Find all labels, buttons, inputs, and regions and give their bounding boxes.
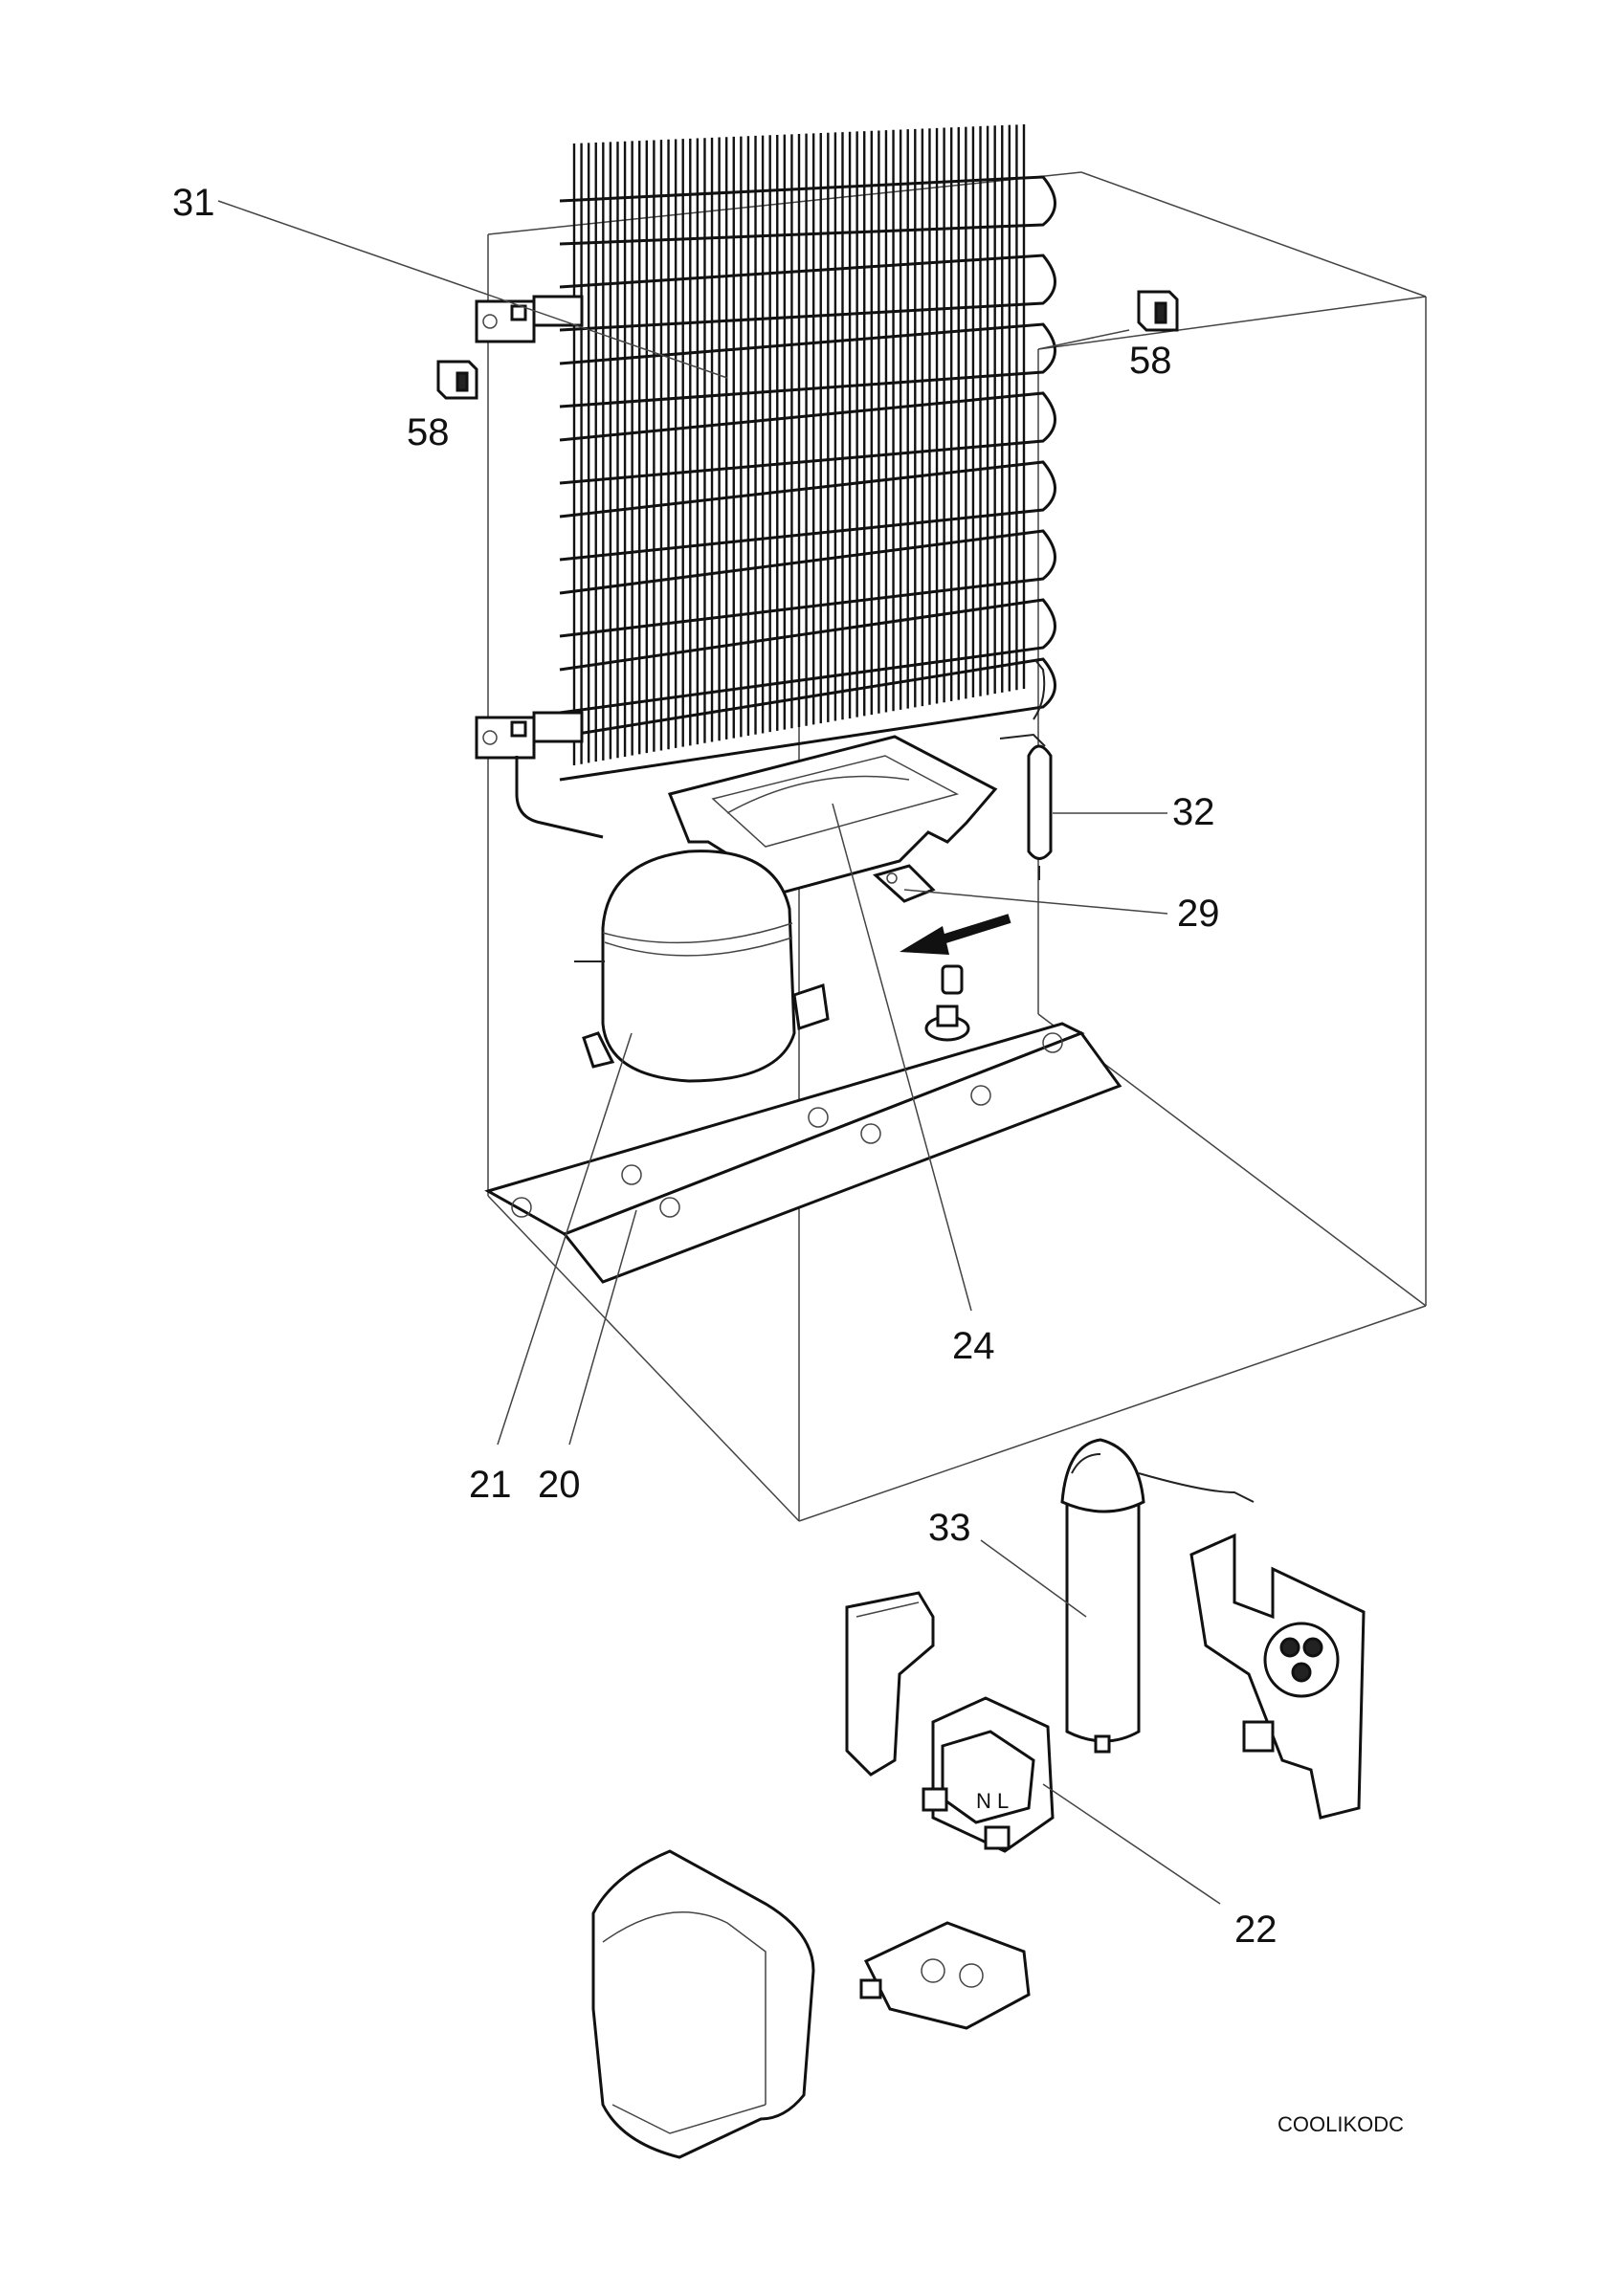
condenser-tube xyxy=(559,598,1056,715)
condenser-grid xyxy=(559,124,1056,782)
condenser-bracket-bottom xyxy=(475,711,584,760)
condenser-tube xyxy=(559,254,1056,332)
compressor xyxy=(574,850,830,1083)
drawing-code: COOLIKODC xyxy=(1278,2112,1404,2136)
callout-20: 20 xyxy=(538,1464,581,1506)
terminal-block xyxy=(859,1921,1031,2030)
cabinet-outline xyxy=(487,171,1427,1522)
bracket-plate xyxy=(872,864,936,903)
callout-58-right: 58 xyxy=(1129,340,1172,382)
condenser-bracket-top xyxy=(475,295,584,343)
filter-drier xyxy=(999,659,1053,880)
condenser-tube xyxy=(559,529,1056,638)
relay-housing-bracket xyxy=(1189,1533,1366,1820)
callout-21: 21 xyxy=(469,1464,512,1506)
direction-arrow xyxy=(900,914,1011,955)
base-rail xyxy=(484,1022,1122,1284)
callout-32: 32 xyxy=(1172,791,1215,833)
callout-labels: 31 58 58 32 29 24 21 20 33 22 xyxy=(172,182,1278,1951)
discharge-tube xyxy=(515,756,604,839)
rubber-grommet xyxy=(924,964,970,1042)
condenser-tube xyxy=(559,391,1056,485)
callout-29: 29 xyxy=(1177,893,1220,935)
clip-right xyxy=(1137,290,1179,332)
start-relay: N L xyxy=(922,1696,1055,1853)
leader-lines xyxy=(217,200,1221,1905)
callout-58-left: 58 xyxy=(407,411,450,453)
start-capacitor xyxy=(1060,1438,1255,1754)
condenser-tube xyxy=(559,175,1056,246)
terminal-cover xyxy=(845,1591,935,1777)
clip-left xyxy=(436,360,478,400)
callout-24: 24 xyxy=(952,1325,995,1367)
compressor-cover xyxy=(591,1849,815,2159)
condenser-tube xyxy=(559,657,1056,782)
condenser-tube xyxy=(559,322,1056,408)
callout-31: 31 xyxy=(172,182,215,224)
drip-tray xyxy=(667,735,998,896)
callout-22: 22 xyxy=(1234,1909,1278,1951)
relay-marking: N L xyxy=(976,1789,1009,1813)
condenser-tube xyxy=(559,460,1056,562)
callout-33: 33 xyxy=(928,1507,971,1549)
